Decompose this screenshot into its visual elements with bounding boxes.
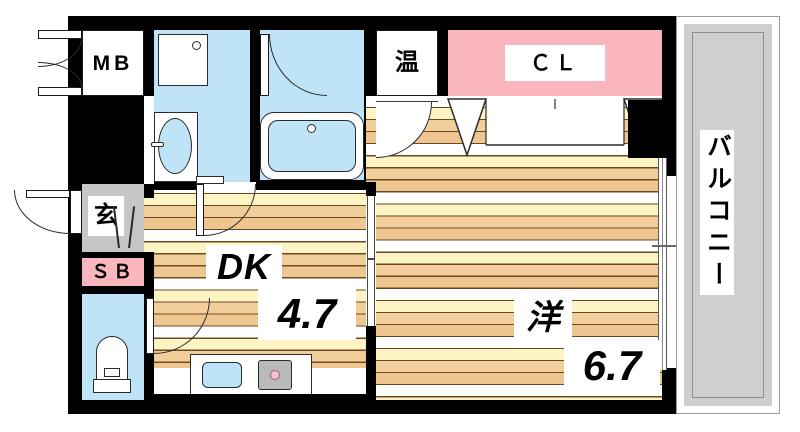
balcony-label: バルコニー	[700, 130, 734, 295]
western-room-size: 6.7	[564, 340, 660, 392]
room-mb[interactable]: MB	[82, 30, 144, 96]
wall-under-washroom	[154, 182, 196, 190]
heater-label: 温	[395, 49, 419, 76]
closet-label: ＣＬ	[505, 45, 605, 81]
room-water-heater[interactable]: 温	[376, 30, 438, 96]
wall-under-bath	[256, 180, 366, 190]
wall-entry-right	[144, 184, 154, 198]
wall-dk-western-upper	[366, 182, 376, 196]
wall-heater-closet	[438, 30, 448, 96]
room-shoe-box[interactable]: ＳＢ	[82, 258, 144, 286]
bath-door-leaf[interactable]	[260, 34, 269, 96]
floor-dk-upper-strip	[366, 96, 376, 182]
bathtub-drain-icon	[307, 124, 316, 133]
exterior-wall-bottom	[68, 400, 676, 414]
wall-left-column-right	[144, 252, 154, 294]
wall-dk-western-lower	[366, 326, 376, 400]
sliding-door-dk-western-joint	[367, 258, 375, 260]
dk-room-size: 4.7	[258, 288, 356, 340]
exterior-wall-right-upper	[662, 16, 676, 176]
sliding-glass-door-handle-icon	[652, 245, 676, 247]
wall-entry-sb	[82, 252, 144, 258]
washing-machine-fixture	[158, 34, 208, 86]
dk-room-name: DK	[206, 245, 282, 289]
exterior-wall-top	[68, 16, 676, 30]
sliding-door-dk-western[interactable]	[367, 196, 375, 326]
toilet-seat-connector	[104, 368, 120, 377]
western-room-name: 洋	[514, 294, 572, 342]
shoe-box-label: ＳＢ	[90, 261, 135, 283]
washing-machine-drain-icon	[192, 41, 201, 50]
kitchen-sink	[202, 362, 242, 388]
balcony-rail-line	[692, 32, 764, 398]
entrance-label: 玄	[88, 196, 124, 236]
vanity-faucet-icon	[151, 142, 164, 147]
front-door-leaf[interactable]	[70, 190, 82, 234]
wall-washroom-bath	[250, 30, 260, 182]
front-door-swing	[14, 190, 70, 234]
toilet-tank	[93, 379, 131, 393]
washroom-door-leaf[interactable]	[196, 184, 204, 236]
mb-door-leaf-lower[interactable]	[38, 87, 82, 96]
wall-under-kitchen	[154, 394, 366, 400]
stove-burner-ring-icon	[270, 370, 280, 380]
wall-mb-washroom	[144, 30, 154, 96]
mb-label: MB	[92, 51, 134, 75]
sliding-glass-door-center-line	[662, 158, 664, 370]
entry-dk-door-leaf[interactable]	[146, 298, 154, 354]
wall-left-mid	[82, 96, 144, 184]
exterior-wall-right-lower	[662, 368, 676, 414]
wall-sb-toilet	[82, 286, 144, 294]
threshold-washroom	[196, 176, 224, 184]
wall-right-of-closet-doors	[628, 100, 662, 158]
mb-door-leaf-upper[interactable]	[38, 30, 82, 39]
heater-threshold	[376, 96, 438, 102]
